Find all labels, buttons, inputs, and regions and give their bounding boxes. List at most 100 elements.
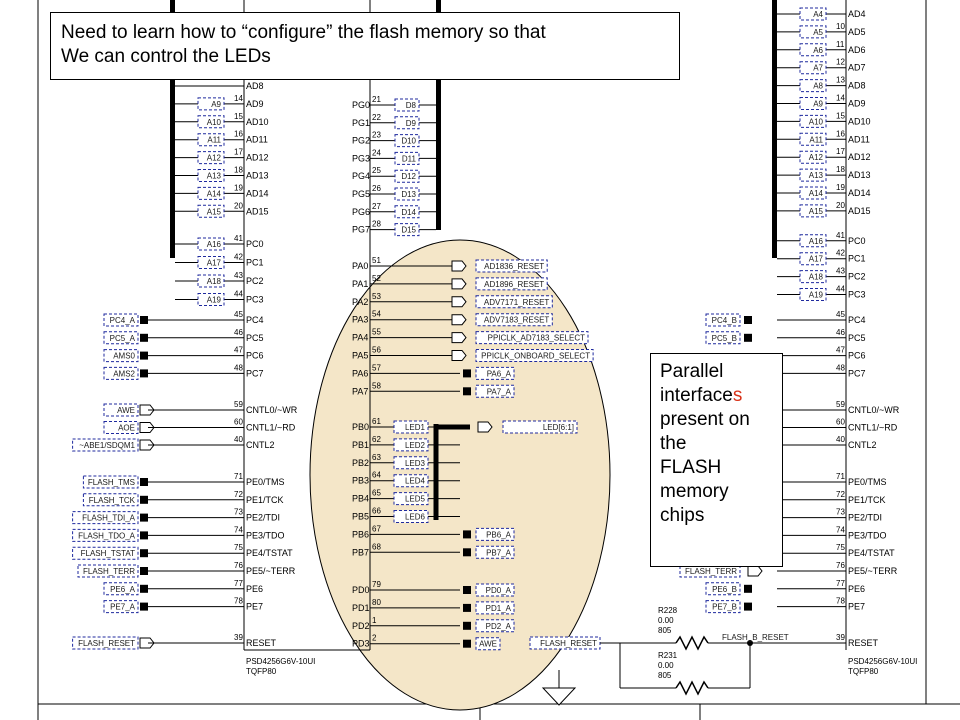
left-pin-name-11: PC3 [246,295,264,305]
right-pin-number-26: 74 [836,525,845,534]
left-pin-name-18: CNTL2 [246,440,275,450]
right-port-30 [744,602,752,611]
mid-net-6-box [394,205,420,219]
left-pin-number-21: 73 [234,508,243,517]
left-pin-number-2: 15 [234,112,243,121]
right-net-0-label: A4 [813,10,823,19]
left-pin-name-2: AD10 [246,117,269,127]
left-pin-name-3: AD11 [246,135,268,145]
right-callout-line-1: Parallel [660,361,724,382]
mid-pin-name-14: PA6 [352,368,368,378]
left-net-18-label: ~ABE1/SDQM1 [79,441,135,450]
left-pin-name-22: PE3/TDO [246,530,285,540]
left-net-6-box [197,186,225,200]
right-pin-name-21: CNTL1/~RD [848,423,898,433]
right-net-5-box [799,97,827,110]
right-net-6-box [799,114,827,128]
left-pin-number-23: 75 [234,543,243,552]
right-net-9-label: A13 [809,171,824,180]
flash-b-reset-label: FLASH_B_RESET [722,633,789,642]
right-pin-name-15: PC3 [848,290,866,300]
mid-pin-number-14: 57 [372,363,381,372]
left-pin-name-15: PC7 [246,368,264,378]
top-callout-line-2: We can control the LEDs [61,46,271,67]
left-flag-16 [139,404,155,416]
right-pin-name-23: PE0/TMS [848,477,887,487]
left-net-15-label: AMS2 [113,369,135,378]
right-net-6-label: A10 [809,117,824,126]
mid-net-17-box [393,438,429,452]
left-pin-number-24: 76 [234,561,243,570]
mid-pin-number-4: 25 [372,166,381,175]
right-pin-name-16: PC4 [848,315,866,325]
left-port-24 [140,567,148,575]
left-pin-number-25: 77 [234,579,243,588]
right-net-4-label: A8 [813,82,823,91]
mid-pin-name-16: PB0 [352,422,369,432]
right-pin-number-9: 18 [836,165,845,174]
left-pin-name-23: PE4/TSTAT [246,548,293,558]
right-pin-name-13: PC1 [848,254,866,264]
r228-label-0: R228 [658,606,678,615]
left-pin-number-14: 47 [234,346,243,355]
mid-net-25-label: PD1_A [486,604,512,613]
mid-pin-name-6: PG6 [352,207,370,217]
mid-net-1-box [394,116,420,130]
right-net-28-label: FLASH_TERR [685,567,737,576]
left-pin-name-4: AD12 [246,153,269,163]
right-pin-name-24: PE1/TCK [848,495,886,505]
right-net-29-label: PE6_B [712,585,737,594]
right-pin-number-30: 78 [836,597,845,606]
left-pin-name-8: PC0 [246,239,264,249]
mid-pin-name-23: PB7 [352,547,369,557]
mid-port-24 [463,586,471,594]
mid-pin-number-9: 52 [372,274,381,283]
right-net-3-label: A7 [813,64,823,73]
left-port-21 [140,513,148,522]
mid-pin-number-3: 24 [372,148,381,157]
mid-net-16-label: LED1 [405,423,426,432]
mid-pin-name-20: PB4 [352,494,369,504]
mid-net-5-box [394,187,420,201]
left-net-23-label: FLASH_TSTAT [81,549,135,558]
right-net-15-label: A19 [809,291,824,300]
reset-junction [747,640,753,646]
right-net-17-box [705,331,741,345]
mid-net-5-label: D13 [401,190,416,199]
left-port-12 [140,316,148,324]
mid-pin-name-8: PA0 [352,261,368,271]
left-net-22-box [72,528,139,542]
mid-pin-number-12: 55 [372,328,381,337]
right-pin-number-18: 47 [836,346,845,355]
mid-net-26-box [475,619,515,633]
mid-net-9-box [475,277,548,291]
mid-port-14 [463,369,471,378]
left-net-3-box [197,133,225,147]
right-chip-package: TQFP80 [848,667,879,676]
left-net-20-label: FLASH_TCK [89,496,136,505]
left-pin-number-18: 40 [234,435,243,444]
mid-net-7-box [394,223,420,237]
left-pin-number-26: 78 [234,597,243,606]
mid-pin-number-8: 51 [372,256,381,265]
r231-label-0: R231 [658,651,678,660]
right-pin-number-21: 60 [836,418,845,427]
mid-port-22 [463,530,471,539]
right-port-16 [744,316,752,324]
right-pin-number-11: 20 [836,201,845,210]
mid-net-17-label: LED2 [405,441,426,450]
right-net-1-box [799,25,827,39]
mid-net-18-box [393,456,429,470]
right-net-2-box [799,43,827,57]
right-pin-name-2: AD6 [848,45,866,55]
left-net-10-label: A18 [207,277,222,286]
right-callout-line-5: FLASH [660,457,722,478]
left-pin-name-16: CNTL0/~WR [246,405,298,415]
mid-net-27-label: AWE [479,640,497,649]
mid-net-19-label: LED4 [405,477,426,486]
right-net-12-box [799,234,827,248]
left-pin-number-27: 39 [234,633,243,642]
left-net-12-box [103,313,139,327]
left-net-21-label: FLASH_TDI_A [82,514,136,523]
right-net-7-box [799,132,827,146]
